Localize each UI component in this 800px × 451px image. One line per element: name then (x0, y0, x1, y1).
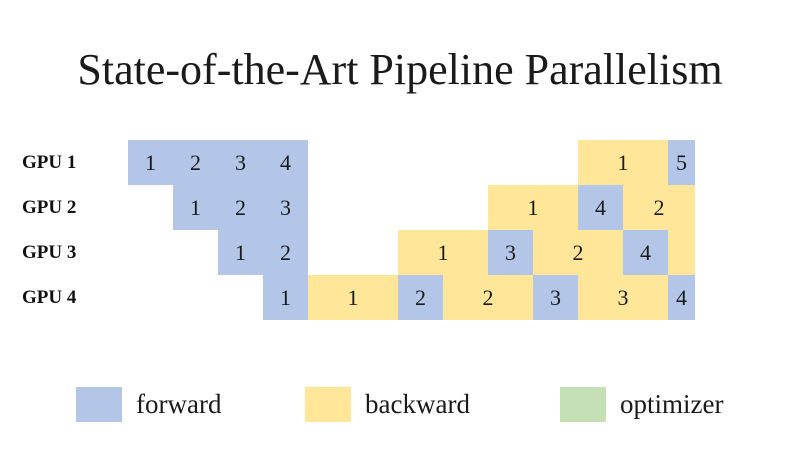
forward-block: 1 (218, 230, 263, 275)
backward-block: 1 (308, 275, 398, 320)
legend-swatch-forward (76, 387, 122, 422)
forward-block: 5 (668, 140, 695, 185)
row-label-gpu-3: GPU 3 (22, 242, 77, 263)
backward-block: 2 (623, 185, 695, 230)
legend-swatch-backward (305, 387, 351, 422)
forward-block: 4 (578, 185, 623, 230)
row-label-gpu-1: GPU 1 (22, 152, 77, 173)
backward-block: 1 (578, 140, 668, 185)
forward-block: 3 (218, 140, 263, 185)
forward-block: 2 (398, 275, 443, 320)
backward-block (668, 230, 695, 275)
forward-block: 4 (623, 230, 668, 275)
backward-block: 2 (533, 230, 623, 275)
legend-label-forward: forward (136, 389, 222, 419)
backward-block: 3 (578, 275, 668, 320)
forward-block: 3 (488, 230, 533, 275)
forward-block: 2 (218, 185, 263, 230)
forward-block: 1 (263, 275, 308, 320)
forward-block: 1 (128, 140, 173, 185)
diagram-title: State-of-the-Art Pipeline Parallelism (77, 45, 723, 94)
forward-block: 2 (263, 230, 308, 275)
backward-block: 2 (443, 275, 533, 320)
forward-block: 4 (263, 140, 308, 185)
forward-block: 3 (263, 185, 308, 230)
forward-block: 3 (533, 275, 578, 320)
forward-block: 2 (173, 140, 218, 185)
legend-label-optimizer: optimizer (620, 389, 724, 419)
row-label-gpu-2: GPU 2 (22, 197, 77, 218)
forward-block: 1 (173, 185, 218, 230)
forward-block: 4 (668, 275, 695, 320)
legend-label-backward: backward (365, 389, 470, 419)
row-label-gpu-4: GPU 4 (22, 287, 77, 308)
backward-block: 1 (398, 230, 488, 275)
backward-block: 1 (488, 185, 578, 230)
legend-swatch-optimizer (560, 387, 606, 422)
